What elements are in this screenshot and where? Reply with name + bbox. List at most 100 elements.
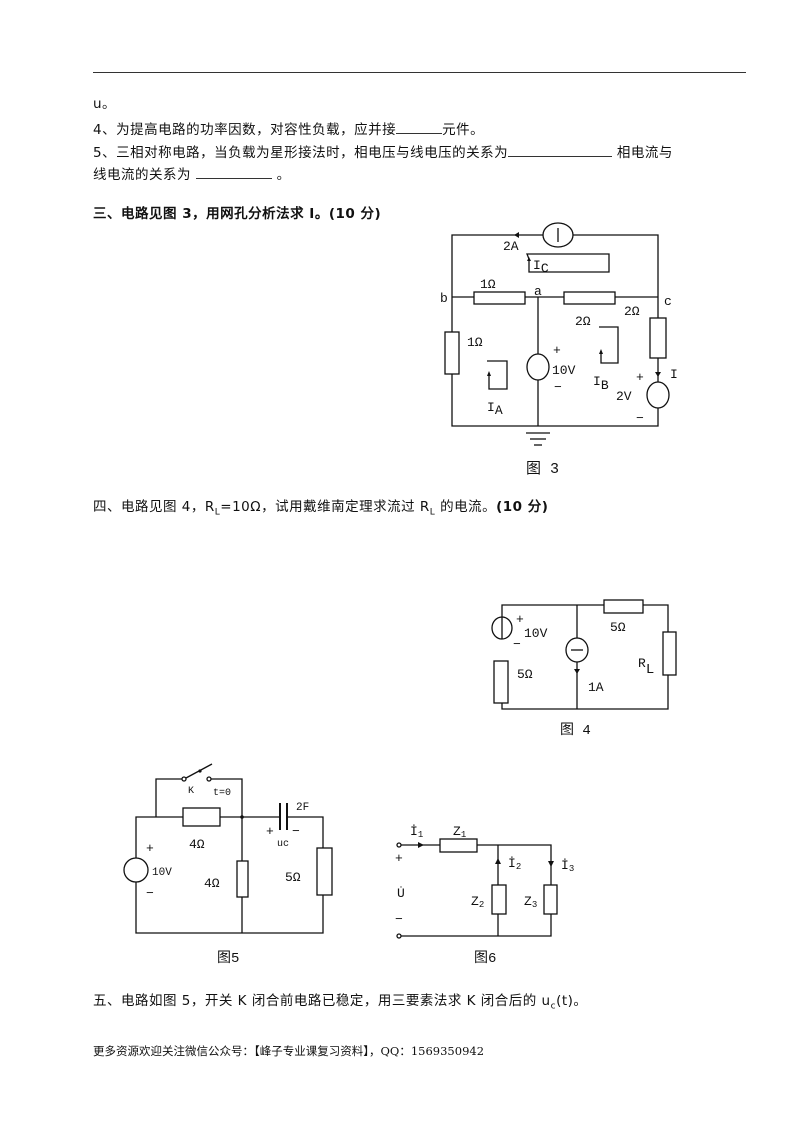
resistor-1ohm-b (444, 331, 460, 375)
figure-6-caption: 图6 (474, 951, 496, 967)
footer-note: 更多资源欢迎关注微信公众号：【峰子专业课复习资料】，QQ：1569350942 (93, 1044, 485, 1058)
label-node-a: a (534, 284, 542, 299)
mesh-ib-loop (599, 326, 619, 364)
label-r-c: 2Ω (624, 304, 640, 319)
label-k: K (188, 786, 194, 797)
s4-score: (10 分) (496, 499, 549, 515)
s4-sub: L (214, 507, 221, 518)
question-5: 5、三相对称电路，当负载为星形接法时，相电压与线电压的关系为 相电流与 (93, 141, 673, 161)
section-5-title: 五、电路如图 5，开关 K 闭合前电路已稳定，用三要素法求 K 闭合后的 uc(… (93, 989, 587, 1012)
figure-4-caption: 图 4 (560, 723, 591, 739)
question-5-cont: 线电流的关系为 。 (93, 163, 291, 183)
label-minus: − (554, 380, 562, 395)
label-4ohm-mid: 4Ω (204, 876, 220, 891)
section-3-title: 三、电路见图 3，用网孔分析法求 I。(10 分) (93, 206, 382, 222)
label-i1: İ1 (410, 824, 423, 840)
q5-line2: 线电流的关系为 (93, 167, 196, 183)
label-uc: uc (277, 839, 289, 850)
label-i2: İ2 (508, 856, 521, 872)
figure-5-circuit: K t=0 2F + − uc 4Ω 4Ω 5Ω + 10V − 图5 (123, 763, 333, 967)
q5-end: 。 (271, 167, 291, 183)
label-z2: Z2 (471, 894, 484, 910)
voltage-source-10v (123, 857, 149, 883)
label-1a: 1A (588, 680, 604, 695)
label-5ohm-left: 5Ω (517, 667, 533, 682)
label-node-c: c (664, 294, 672, 309)
q4-blank[interactable] (396, 119, 443, 134)
figure-3-circuit: 2A IC 1Ω a b c 2Ω 2Ω 1Ω + 10V − IA IB 2V… (440, 222, 678, 478)
label-plus: + (395, 851, 403, 866)
section-4-title: 四、电路见图 4，RL=10Ω，试用戴维南定理求流过 RL 的电流。(10 分) (93, 495, 548, 518)
label-plus: + (266, 824, 274, 839)
voltage-source-10v (526, 353, 550, 381)
label-plus: + (553, 343, 561, 358)
resistor-rl (662, 631, 677, 676)
ground-icon (526, 432, 550, 446)
mesh-ia-loop (487, 360, 508, 390)
label-2a: 2A (503, 239, 519, 254)
s4-text: 四、电路见图 4，R (93, 499, 215, 515)
s5-text-post: (t)。 (556, 993, 588, 1009)
q5-blank-2[interactable] (195, 164, 272, 179)
label-i3: İ3 (561, 858, 574, 874)
impedance-z1 (439, 838, 478, 853)
label-plus: + (516, 612, 524, 627)
resistor-4ohm-mid (236, 860, 249, 898)
figure-6-circuit: İ1 Z1 İ2 İ3 + U̇ − Z2 Z3 图6 (395, 824, 574, 967)
resistor-2ohm-c (649, 317, 667, 359)
current-arrow-icon (655, 372, 661, 377)
label-2v: 2V (616, 389, 632, 404)
label-z1: Z1 (453, 824, 466, 840)
q3-tail: u。 (93, 96, 117, 112)
label-10v: 10V (552, 363, 576, 378)
figure-5-caption: 图5 (217, 951, 239, 967)
label-r-b: 1Ω (467, 335, 483, 350)
terminal-top (396, 842, 402, 848)
label-minus: − (292, 824, 300, 839)
label-z3: Z3 (524, 894, 537, 910)
label-minus: − (146, 886, 154, 901)
label-ia: IA (487, 400, 503, 418)
capacitor-2f (279, 803, 288, 830)
voltage-source-2v (646, 381, 670, 409)
label-t0: t=0 (213, 788, 231, 799)
q5-blank-1[interactable] (508, 142, 613, 157)
label-5ohm: 5Ω (285, 870, 301, 885)
label-rl: RL (638, 656, 654, 678)
label-10v: 10V (524, 626, 548, 641)
resistor-2ohm-ac (563, 291, 616, 305)
impedance-z3 (543, 884, 558, 915)
label-ic: IC (533, 258, 549, 276)
label-plus: + (146, 841, 154, 856)
resistor-4ohm-top (182, 807, 221, 827)
question-4: 4、为提高电路的功率因数，对容性负载，应并接 元件。 (93, 118, 484, 138)
label-4ohm-top: 4Ω (189, 837, 205, 852)
arrow-icon (514, 232, 519, 238)
label-node-b: b (440, 291, 448, 306)
figure-4-circuit: + 10V − 5Ω 5Ω 1A RL 图 4 (491, 599, 677, 739)
label-ib: IB (593, 374, 609, 393)
label-plus: + (636, 370, 644, 385)
figure-3-caption: 图 3 (526, 460, 559, 478)
s4-text-post: 的电流。 (435, 499, 497, 515)
q5-text-mid: 相电流与 (612, 145, 673, 161)
label-minus: − (513, 637, 521, 652)
label-minus: − (395, 912, 403, 927)
label-r-ba: 1Ω (480, 277, 496, 292)
mesh-ic-loop (526, 253, 610, 273)
label-u: U̇ (397, 886, 405, 901)
terminal-bottom (396, 933, 402, 939)
resistor-5ohm (316, 847, 333, 896)
header-rule (93, 72, 746, 73)
label-2f: 2F (296, 802, 309, 814)
q4-text-end: 元件。 (442, 122, 485, 138)
q5-text: 5、三相对称电路，当负载为星形接法时，相电压与线电压的关系为 (93, 145, 509, 161)
resistor-5ohm-left (493, 660, 509, 704)
label-i: I (670, 367, 678, 382)
impedance-z2 (491, 884, 507, 915)
s4-sub2: L (429, 507, 436, 518)
s4-text-mid: =10Ω，试用戴维南定理求流过 R (220, 499, 430, 515)
q4-text: 4、为提高电路的功率因数，对容性负载，应并接 (93, 122, 397, 138)
label-r-ac: 2Ω (575, 314, 591, 329)
resistor-1ohm-ba (473, 291, 526, 305)
